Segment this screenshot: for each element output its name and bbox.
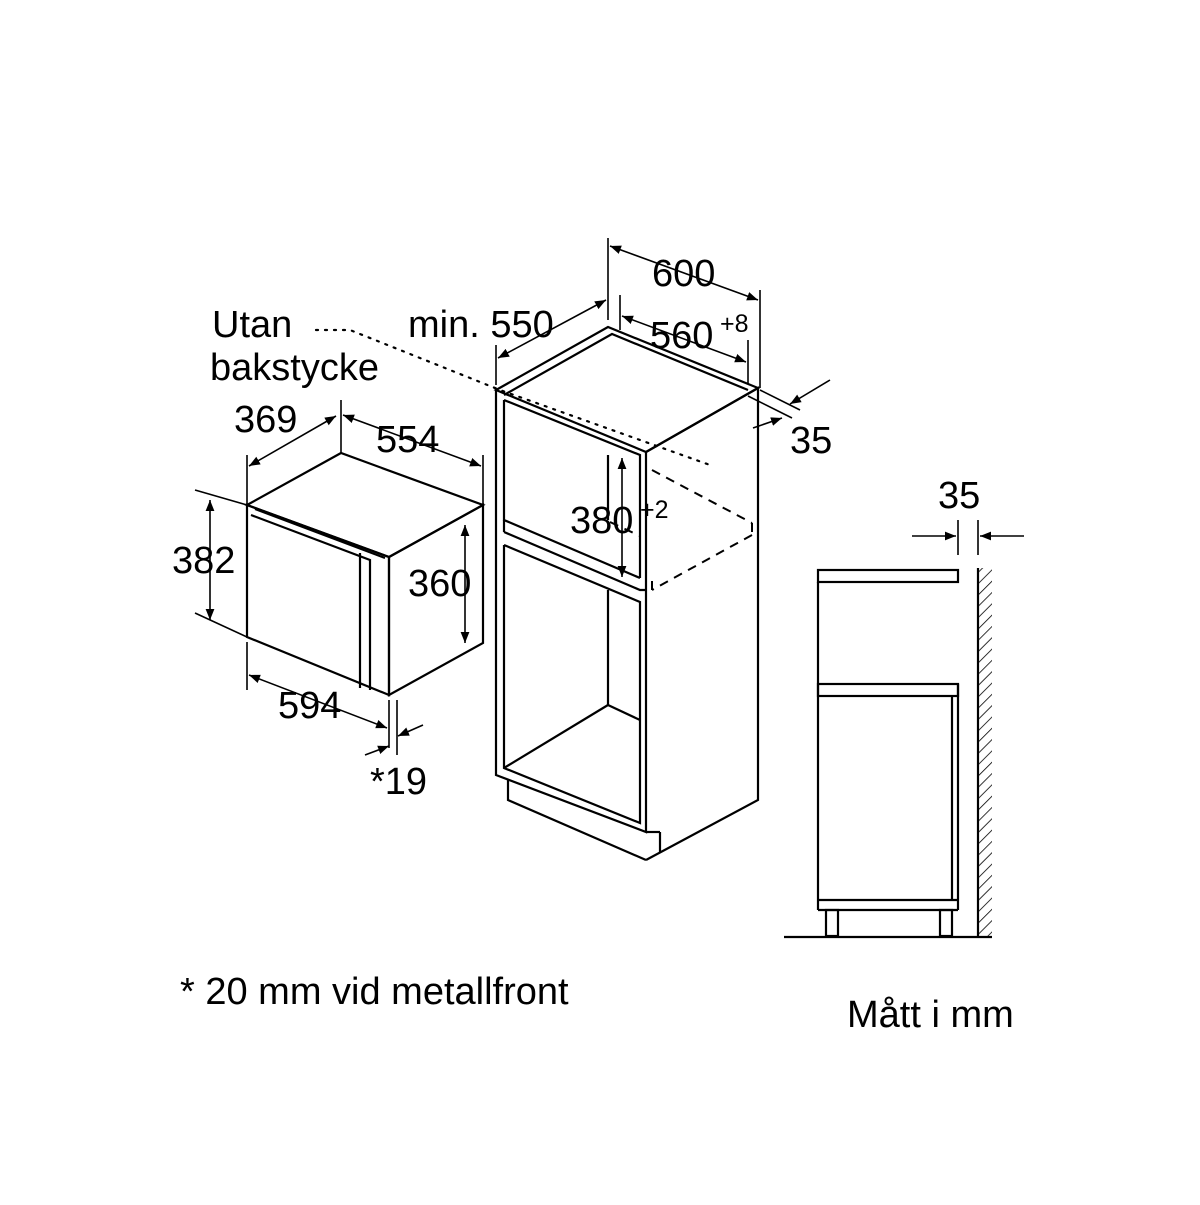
label-380-tolerance: +2 <box>640 496 669 524</box>
cabinet-dimensions <box>495 238 831 577</box>
label-560: 560 <box>650 315 713 357</box>
label-560-tolerance: +8 <box>720 310 749 338</box>
label-min-550: min. 550 <box>408 304 554 346</box>
label-600: 600 <box>652 253 715 295</box>
cabinet-side <box>645 386 760 861</box>
units-note: Mått i mm <box>847 994 1014 1036</box>
label-without-back-1: Utan <box>212 304 292 346</box>
leg-back <box>938 908 954 938</box>
label-382: 382 <box>172 540 235 582</box>
label-554: 554 <box>376 419 439 461</box>
label-35-cabinet: 35 <box>790 420 832 462</box>
cabinet-front <box>494 390 648 834</box>
label-360: 360 <box>408 563 471 605</box>
without-back-dotted-line <box>314 328 712 467</box>
microwave-side <box>387 503 485 697</box>
side-section-drawing <box>784 568 992 939</box>
label-594: 594 <box>278 685 341 727</box>
diagram-labels: Utan bakstycke min. 550 600 560 +8 35 36… <box>172 253 1014 1036</box>
label-369: 369 <box>234 399 297 441</box>
label-19: *19 <box>370 761 427 803</box>
side-shelf <box>816 682 960 698</box>
cabinet-upper-frame <box>503 398 642 578</box>
footnote-metal-front: * 20 mm vid metallfront <box>180 971 569 1013</box>
tall-cabinet-drawing <box>493 325 761 862</box>
label-without-back-2: bakstycke <box>210 347 379 389</box>
leg-front <box>824 908 840 938</box>
side-section-dimensions <box>912 520 1024 555</box>
label-380: 380 <box>570 500 633 542</box>
cabinet-lower-opening <box>502 543 642 825</box>
cabinet-top-inner <box>503 332 749 396</box>
microwave-dimensions <box>194 400 484 756</box>
wall-hatching <box>978 568 992 938</box>
cabinet-shelf <box>503 530 646 592</box>
worktop <box>816 568 960 584</box>
microwave-top <box>244 451 486 559</box>
microwave-door-edge <box>254 507 386 560</box>
cabinet-plinth <box>506 780 647 862</box>
microwave-door <box>250 513 372 690</box>
label-35-side: 35 <box>938 475 980 517</box>
